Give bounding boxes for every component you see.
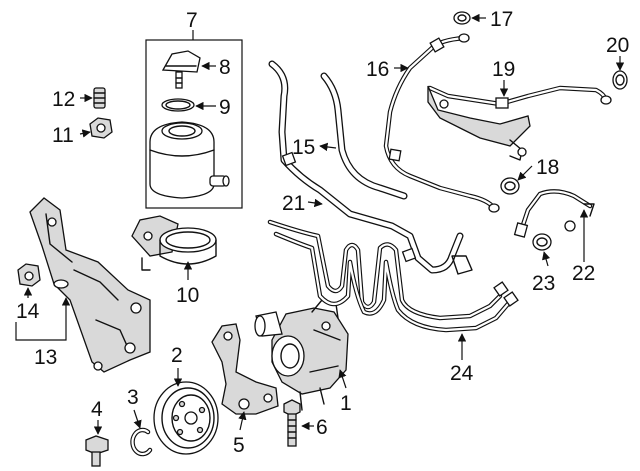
callout-15: 15	[292, 136, 315, 159]
callout-18: 18	[536, 156, 559, 179]
reservoir-bracket	[131, 215, 217, 271]
callout-8: 8	[219, 56, 231, 79]
reservoir-group-frame	[145, 39, 243, 209]
cooler-loop-24	[267, 219, 519, 333]
o-ring-18	[500, 177, 520, 195]
callout-22: 22	[572, 262, 595, 285]
callout-9: 9	[219, 96, 231, 119]
callout-13: 13	[34, 346, 57, 369]
pump-pulley	[153, 381, 219, 455]
callout-numbers: 1 2 3 4 5 6 7 8 9 10 11 12 13 14 15 16 1…	[16, 8, 629, 457]
fluid-reservoir	[149, 121, 230, 199]
callout-14: 14	[16, 300, 40, 323]
cooler-line-19	[427, 85, 612, 161]
pulley-bolt	[85, 435, 109, 467]
callout-11: 11	[52, 124, 74, 147]
pressure-hose-16	[383, 33, 500, 213]
callout-21: 21	[282, 192, 305, 215]
callout-20: 20	[606, 34, 629, 57]
reservoir-o-ring-inner	[165, 100, 191, 110]
pump-support-bracket	[211, 323, 279, 415]
callout-5: 5	[233, 434, 245, 457]
callout-3: 3	[127, 386, 139, 409]
leader-lines	[15, 13, 625, 435]
o-ring-20	[612, 70, 628, 90]
callout-1: 1	[340, 392, 352, 415]
callout-16: 16	[366, 58, 389, 81]
callout-12: 12	[52, 88, 75, 111]
callout-4: 4	[91, 398, 103, 421]
hose-15	[320, 72, 408, 200]
callout-24: 24	[450, 362, 474, 385]
callout-17: 17	[490, 8, 513, 31]
cooler-pipe-22	[513, 189, 595, 238]
o-ring-17	[453, 11, 471, 25]
callout-19: 19	[492, 58, 515, 81]
bracket-bolt	[283, 399, 301, 447]
pump-mount-bracket	[29, 197, 151, 373]
hex-nut-11	[89, 117, 113, 139]
callout-7: 7	[186, 9, 198, 32]
callout-6: 6	[316, 416, 328, 439]
callout-2: 2	[171, 344, 183, 367]
return-line-21	[268, 60, 473, 275]
callout-10: 10	[176, 284, 199, 307]
o-ring-23	[532, 233, 552, 251]
hex-nut-14	[17, 263, 41, 287]
stud-bolt	[93, 87, 106, 109]
reservoir-cap	[161, 50, 201, 89]
callout-23: 23	[532, 272, 555, 295]
